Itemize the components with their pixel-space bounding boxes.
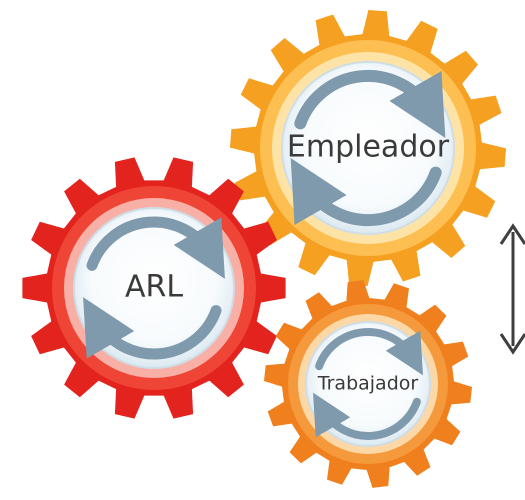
double-headed-vertical-arrow-icon (499, 223, 525, 355)
gear-label-empleador: Empleador (287, 130, 450, 165)
gear-empleador: Empleador (230, 10, 506, 286)
gear-trabajador: Trabajador (264, 280, 472, 488)
gear-label-trabajador: Trabajador (317, 373, 419, 395)
rotation-arrow-icon (86, 216, 225, 279)
rotation-arrow-icon (83, 297, 222, 360)
rotation-arrow-icon (315, 328, 424, 376)
rotation-arrow-icon (290, 158, 442, 227)
rotation-arrow-icon (294, 69, 446, 138)
gear-arl: ARL (22, 157, 286, 419)
gear-label-arl: ARL (125, 270, 183, 305)
rotation-arrow-icon (312, 392, 421, 440)
